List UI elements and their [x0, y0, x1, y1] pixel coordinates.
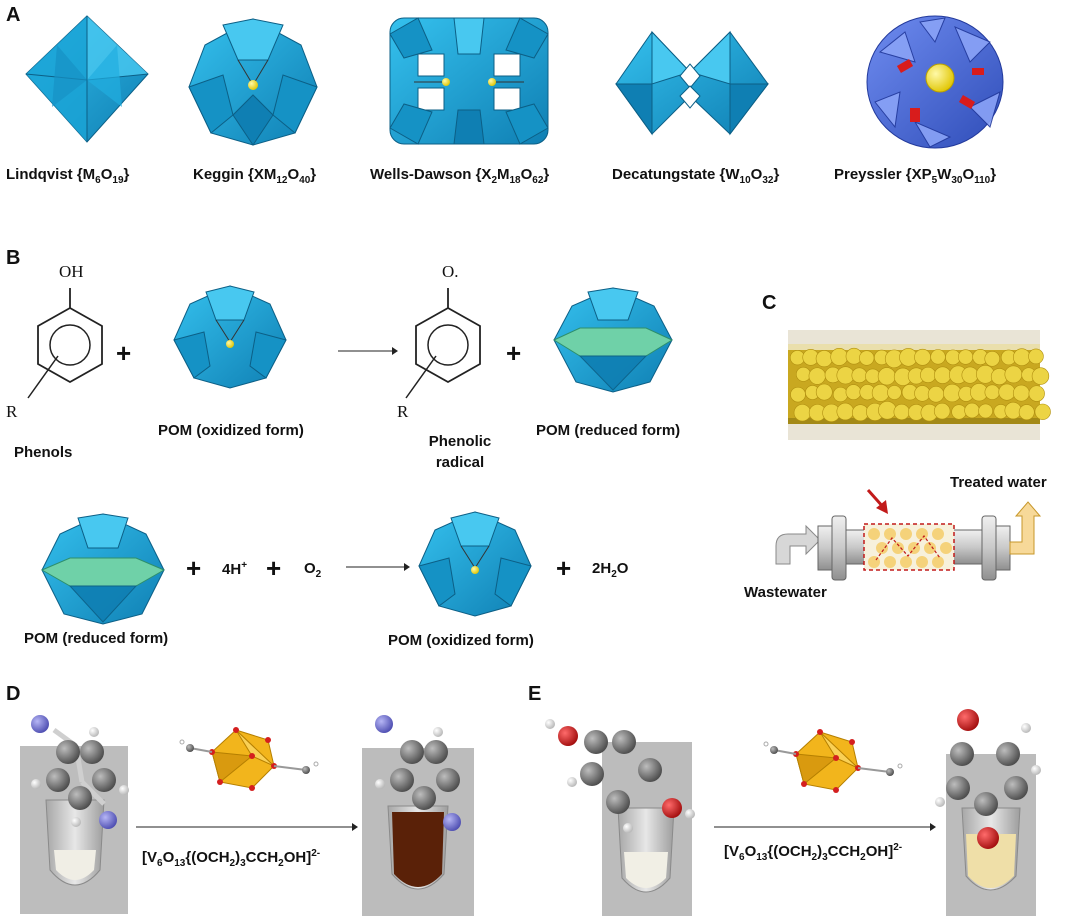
bead [1004, 365, 1023, 384]
bead [1012, 348, 1031, 367]
pom-oxidized-label-1: POM (oxidized form) [158, 422, 304, 439]
bead [815, 350, 833, 368]
phenolic-label: Phenolic [428, 433, 492, 450]
plus-sign-1: + [116, 338, 132, 368]
bead [984, 384, 1000, 400]
wells-dawson-structure [389, 17, 549, 145]
heteroatom-ball [248, 80, 258, 90]
bead [851, 367, 868, 384]
catalyst-molecule-icon-d [179, 727, 319, 791]
bead [845, 384, 862, 401]
keggin-caption: Keggin {XM12O40} [193, 166, 317, 186]
bead [1018, 404, 1035, 421]
bead [815, 383, 833, 401]
tube-icon-e-right [935, 709, 1041, 916]
pom-reduced-label-2: POM (reduced form) [24, 630, 169, 647]
radical-label: radical [435, 454, 485, 471]
panel-letter-d: D [6, 683, 21, 705]
phenolic-radical-structure [405, 288, 481, 399]
proton-term: 4H+ [222, 560, 248, 578]
bead [877, 367, 896, 386]
plus-sign-4: + [266, 553, 282, 583]
keggin-structure [188, 18, 318, 146]
reaction-arrow-1 [338, 347, 398, 355]
pom-reduced-label-1: POM (reduced form) [536, 422, 681, 439]
pom-reduced-structure [552, 287, 674, 393]
pom-reduced-structure-2 [40, 513, 166, 625]
catalyst-label-d: [V6O13{(OCH2)3CCH2OH]2- [142, 848, 321, 869]
bead-column-photo [788, 330, 1051, 440]
bead [851, 404, 869, 422]
bead [933, 366, 952, 384]
pom-oxidized-label-2: POM (oxidized form) [388, 632, 534, 649]
bead [1034, 403, 1051, 420]
decatungstate-structure [615, 30, 770, 136]
preyssler-caption: Preyssler {XP5W30O110} [834, 166, 997, 186]
panel-letter-b: B [6, 247, 21, 269]
bead [832, 386, 849, 403]
bead [790, 386, 806, 403]
lindqvist-caption: Lindqvist {M6O19} [6, 166, 130, 186]
radical-o-label: O. [442, 262, 459, 281]
bead [808, 367, 826, 385]
flow-reactor-icon [775, 489, 1042, 581]
bead [1012, 384, 1030, 402]
tube-icon-d-left [20, 715, 129, 914]
phenols-label: Phenols [14, 444, 73, 461]
decatungstate-caption: Decatungstate {W10O32} [612, 166, 780, 186]
pom-oxidized-structure [173, 285, 287, 389]
bead [795, 366, 811, 382]
plus-sign-5: + [556, 553, 572, 583]
bead [1028, 348, 1044, 365]
bead [961, 366, 979, 384]
bead [998, 383, 1016, 401]
bead [830, 347, 849, 366]
radical-r-label: R [397, 402, 409, 421]
reaction-arrow-e [714, 823, 936, 831]
reaction-arrow-2 [346, 563, 410, 571]
tube-icon-e-left [545, 719, 695, 916]
catalyst-label-e: [V6O13{(OCH2)3CCH2OH]2- [724, 842, 903, 863]
preyssler-structure [866, 15, 1004, 149]
oxygen-term: O2 [304, 560, 322, 580]
wastewater-label: Wastewater [744, 584, 827, 601]
bead [914, 385, 931, 402]
bead [951, 404, 967, 420]
panel-letter-a: A [6, 4, 21, 26]
pom-oxidized-structure-2 [418, 511, 532, 617]
bead [984, 351, 1001, 367]
bead [871, 384, 890, 402]
water-term: 2H2O [592, 560, 629, 580]
plus-sign-3: + [186, 553, 202, 583]
tube-icon-d-right [362, 715, 474, 916]
lindqvist-structure [25, 15, 149, 143]
panel-letter-e: E [528, 683, 542, 705]
catalyst-molecule-icon-e [763, 729, 903, 793]
phenol-r-label: R [6, 402, 18, 421]
treated-water-label: Treated water [950, 474, 1047, 491]
bead [836, 402, 854, 421]
bead [859, 350, 875, 366]
phenol-structure [27, 288, 103, 399]
bead [958, 349, 974, 365]
bead [1031, 367, 1050, 385]
bead [887, 385, 902, 400]
bead [893, 403, 910, 421]
phenol-oh-label: OH [59, 262, 84, 281]
panel-letter-c: C [762, 292, 777, 314]
bead [930, 349, 946, 365]
bead [878, 400, 897, 420]
wells-dawson-caption: Wells-Dawson {X2M18O62} [370, 166, 550, 186]
bead [927, 386, 945, 403]
bead [793, 404, 811, 422]
bead [978, 403, 993, 419]
bead [964, 402, 980, 419]
bead [1028, 385, 1045, 402]
plus-sign-2: + [506, 338, 522, 368]
bead [920, 366, 937, 383]
bead [914, 348, 931, 366]
reaction-arrow-d [136, 823, 358, 831]
bead [933, 402, 951, 420]
